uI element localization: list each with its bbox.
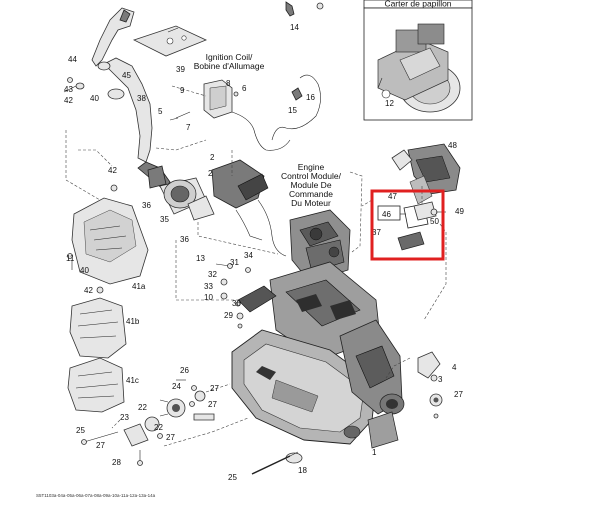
fasteners-left	[67, 77, 179, 294]
callout-34: 34	[244, 251, 253, 260]
callout-28: 28	[112, 458, 121, 467]
callout-4: 4	[452, 363, 457, 372]
inset-panel: Carter de papillon 12	[363, 0, 473, 121]
callout-16: 16	[306, 93, 315, 102]
callout-38: 38	[137, 94, 146, 103]
ignition-coil-label: Ignition Coil/ Bobine d'Allumage	[194, 52, 265, 71]
ignition-coil	[175, 79, 291, 151]
callout-33: 33	[204, 282, 213, 291]
callout-32: 32	[208, 270, 217, 279]
callout-23: 23	[120, 413, 129, 422]
callout-39: 39	[176, 65, 185, 74]
callout-8: 8	[226, 79, 231, 88]
callout-9: 9	[180, 86, 185, 95]
callout-48: 48	[448, 141, 457, 150]
footer-reference-code: S5T1103a-04a-05a-06a-07a-08a-09a-10a-11a…	[36, 493, 156, 498]
callout-36a: 36	[142, 201, 151, 210]
svg-text:Engine: Engine	[298, 162, 325, 172]
throttle-body	[147, 165, 215, 221]
callout-2b: 2	[208, 169, 213, 178]
callout-22a: 22	[138, 403, 147, 412]
inset-engine-illustration	[377, 23, 461, 113]
fuel-rail	[211, 159, 287, 257]
callout-27e: 27	[454, 390, 463, 399]
heat-shield-41b	[69, 297, 127, 359]
callout-labels: 39 44 45 43 40 42 38 9 5 7 8 6 14 16 15 …	[64, 23, 464, 482]
callout-3: 3	[438, 375, 443, 384]
callout-41a: 41a	[132, 282, 146, 291]
callout-2a: 2	[210, 153, 215, 162]
drive-gears	[81, 390, 303, 475]
callout-27d: 27	[166, 433, 175, 442]
highlight-box[interactable]: 46	[370, 189, 445, 261]
callout-31: 31	[230, 258, 239, 267]
fasteners-center	[157, 263, 277, 439]
assembly-leader-lines	[65, 85, 447, 447]
callout-10: 10	[204, 293, 213, 302]
callout-42a: 42	[64, 96, 73, 105]
callout-15: 15	[288, 106, 297, 115]
callout-47: 47	[388, 192, 397, 201]
sensor-cable	[271, 1, 324, 141]
callout-46: 46	[382, 210, 391, 219]
svg-text:Commande: Commande	[289, 189, 333, 199]
svg-text:Ignition Coil/: Ignition Coil/	[206, 52, 253, 62]
callout-37: 37	[372, 228, 381, 237]
svg-text:Module De: Module De	[290, 180, 331, 190]
callout-40a: 40	[90, 94, 99, 103]
callout-36b: 36	[180, 235, 189, 244]
callout-24: 24	[172, 382, 181, 391]
callout-30: 30	[232, 299, 241, 308]
svg-text:Bobine d'Allumage: Bobine d'Allumage	[194, 61, 265, 71]
callout-25a: 25	[76, 426, 85, 435]
callout-29: 29	[224, 311, 233, 320]
callout-41c: 41c	[126, 376, 139, 385]
callout-11a: 11	[66, 254, 75, 263]
heat-shield-41a	[71, 197, 149, 285]
callout-13: 13	[196, 254, 205, 263]
inset-caption: Carter de papillon	[384, 0, 451, 9]
callout-5: 5	[158, 107, 163, 116]
air-filter-plate	[132, 25, 208, 57]
sensor-right-3-4	[417, 351, 443, 419]
svg-text:Du Moteur: Du Moteur	[291, 198, 331, 208]
clamps-left	[63, 61, 125, 100]
callout-27b: 27	[208, 400, 217, 409]
callout-7: 7	[186, 123, 191, 132]
svg-text:Control Module/: Control Module/	[281, 171, 342, 181]
callout-22b: 22	[154, 423, 163, 432]
callout-44: 44	[68, 55, 77, 64]
callout-35: 35	[160, 215, 169, 224]
callout-1: 1	[372, 448, 377, 457]
callout-50: 50	[430, 217, 439, 226]
callout-49: 49	[455, 207, 464, 216]
callout-27c: 27	[96, 441, 105, 450]
callout-14: 14	[290, 23, 299, 32]
callout-6: 6	[242, 84, 247, 93]
callout-25b: 25	[228, 473, 237, 482]
inset-callout-12: 12	[385, 99, 394, 108]
callout-42b: 42	[108, 166, 117, 175]
callout-41b: 41b	[126, 317, 140, 326]
heat-shield-41c	[67, 357, 125, 413]
callout-26: 26	[180, 366, 189, 375]
callout-18: 18	[298, 466, 307, 475]
ecm-label: Engine Control Module/ Module De Command…	[281, 162, 342, 208]
callout-42c: 42	[84, 286, 93, 295]
callout-40b: 40	[80, 266, 89, 275]
callout-43: 43	[64, 85, 73, 94]
callout-45: 45	[122, 71, 131, 80]
cover-48	[391, 143, 461, 205]
engine-block	[231, 209, 405, 449]
callout-27a: 27	[210, 384, 219, 393]
parts-46-47-50	[397, 201, 446, 251]
